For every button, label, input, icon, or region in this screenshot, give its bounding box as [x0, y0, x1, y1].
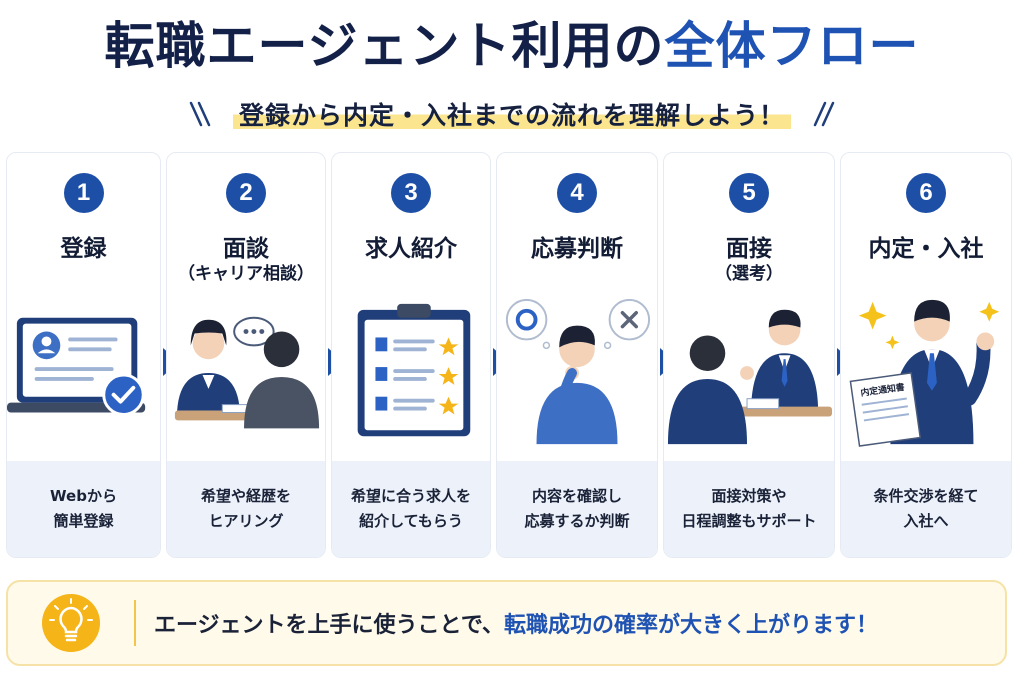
job-offer-illustration: 内定通知書: [849, 299, 1000, 447]
step-card-1: 1 登録 Webから 簡単登録: [6, 152, 161, 558]
step-subname: （キャリア相談）: [178, 264, 314, 284]
laptop-registration-illustration: [7, 317, 146, 416]
step-description: Webから 簡単登録: [7, 461, 160, 557]
step-number: 4: [557, 173, 597, 213]
right-slash-decoration-icon: [813, 101, 835, 127]
step-number: 5: [729, 173, 769, 213]
step-number: 6: [906, 173, 946, 213]
thinking-person-illustration: [505, 299, 651, 445]
page-title: 転職エージェント利用の全体フロー: [0, 14, 1024, 78]
tip-highlight: 転職成功の確率が大きく上がります！: [504, 613, 879, 638]
step-name: 内定・入社: [868, 236, 984, 262]
tip-text: エージェントを上手に使うことで、: [154, 613, 505, 638]
step-subname: （選考）: [715, 264, 783, 284]
subtitle: 登録から内定・入社までの流れを理解しよう！: [232, 96, 791, 132]
left-slash-decoration-icon: [189, 101, 211, 127]
step-name: 面談: [223, 236, 269, 262]
step-card-5: 5 面接 （選考） 面接対策や 日程調整もサポート: [663, 152, 835, 558]
step-card-6: 6 内定・入社 内定通知書 条件交渉を経て: [840, 152, 1012, 558]
step-description: 希望に合う求人を 紹介してもらう: [332, 461, 490, 557]
step-card-2: 2 面談 （キャリア相談） 希望や経歴を ヒアリング: [166, 152, 326, 558]
job-list-clipboard-illustration: [357, 303, 471, 437]
title-main: 転職エージェント利用の: [104, 17, 665, 75]
step-number: 3: [391, 173, 431, 213]
step-name: 求人紹介: [365, 236, 457, 262]
consultation-illustration: [174, 316, 320, 429]
tip-banner: エージェントを上手に使うことで、転職成功の確率が大きく上がります！: [6, 580, 1007, 666]
step-name: 面接: [726, 236, 772, 262]
lightbulb-icon: [42, 594, 100, 652]
step-number: 2: [226, 173, 266, 213]
step-description: 希望や経歴を ヒアリング: [167, 461, 325, 557]
title-highlight: 全体フロー: [664, 17, 920, 75]
tip-divider: [134, 600, 136, 646]
interview-illustration: [667, 309, 833, 445]
step-name: 登録: [60, 236, 107, 262]
step-description: 内容を確認し 応募するか判断: [497, 461, 657, 557]
subtitle-row: 登録から内定・入社までの流れを理解しよう！: [0, 94, 1024, 134]
step-card-3: 3 求人紹介 希望に合う求人を 紹介してもらう: [331, 152, 491, 558]
step-number: 1: [63, 173, 104, 213]
step-name: 応募判断: [531, 236, 623, 262]
step-description: 条件交渉を経て 入社へ: [841, 461, 1011, 557]
step-description: 面接対策や 日程調整もサポート: [664, 461, 834, 557]
tip-message: エージェントを上手に使うことで、転職成功の確率が大きく上がります！: [154, 582, 878, 664]
flow-steps: 1 登録 Webから 簡単登録 2 面談 （キャリア相談）: [6, 152, 1018, 558]
step-card-4: 4 応募判断 内容を確認し 応募するか判断: [496, 152, 658, 558]
